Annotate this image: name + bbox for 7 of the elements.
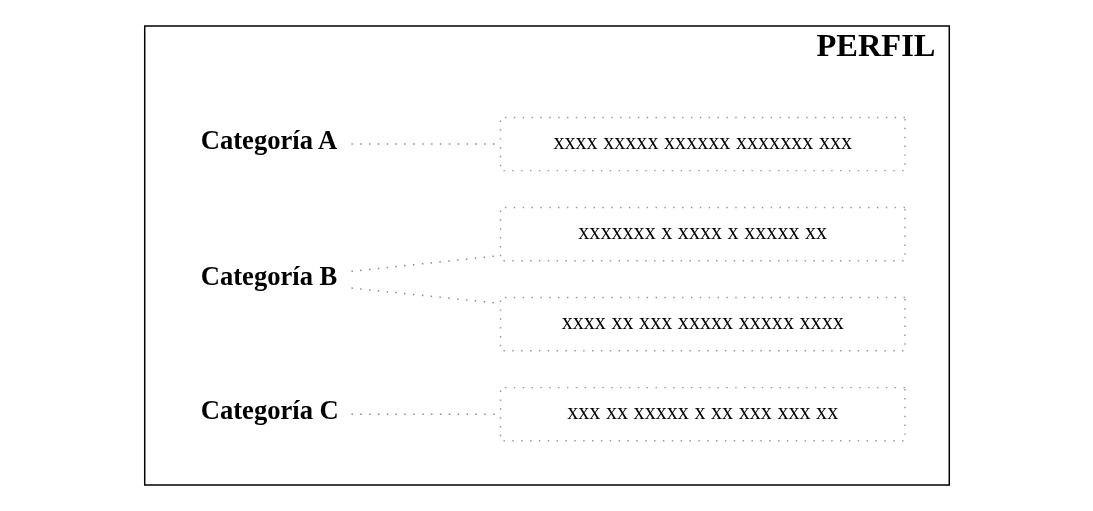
node-box: xxxx xx xxx xxxxx xxxxx xxxx [499, 296, 906, 352]
node-box: xxx xx xxxxx x xx xxx xxx xx [499, 386, 906, 442]
node-text: Categoría A [200, 125, 337, 156]
node-box: xxxxxxx x xxxx x xxxxx xx [499, 206, 906, 262]
node-box: xxxx xxxxx xxxxxx xxxxxxx xxx [499, 116, 906, 172]
node-text: Categoría B [200, 260, 337, 291]
node-text: Categoría C [200, 395, 339, 426]
